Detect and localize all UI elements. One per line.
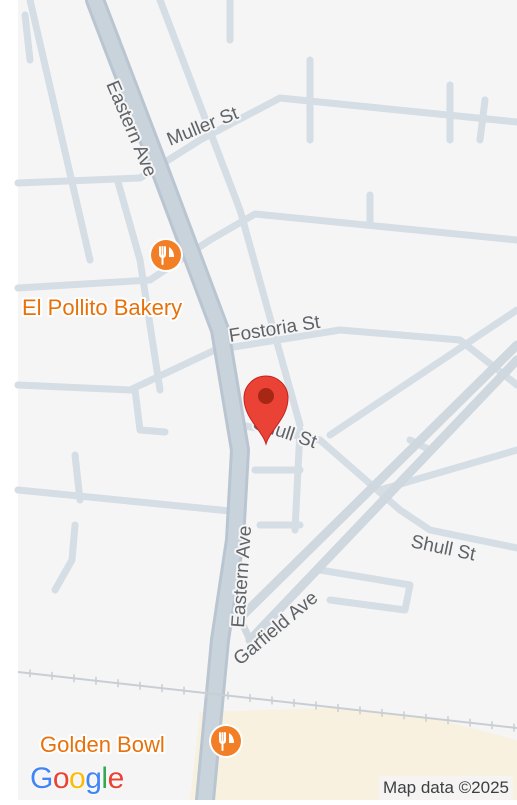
poi-label-golden-bowl[interactable]: Golden Bowl bbox=[38, 730, 167, 759]
map-pin-icon[interactable] bbox=[243, 375, 289, 446]
garfield-road bbox=[232, 340, 517, 645]
logo-letter: o bbox=[52, 762, 70, 795]
logo-letter: G bbox=[30, 762, 53, 795]
map-attribution[interactable]: Map data ©2025 bbox=[379, 776, 513, 800]
major-roads bbox=[85, 0, 250, 805]
google-logo: Google bbox=[30, 762, 124, 796]
poi-label-el-pollito-bakery[interactable]: El Pollito Bakery bbox=[20, 293, 184, 322]
logo-letter: g bbox=[85, 762, 102, 795]
poi-golden-bowl[interactable]: Golden Bowl bbox=[38, 724, 243, 759]
logo-letter: e bbox=[107, 762, 125, 795]
map-edge bbox=[0, 0, 18, 800]
logo-letter: l bbox=[101, 762, 108, 795]
minor-roads bbox=[14, 0, 517, 614]
logo-letter: o bbox=[69, 762, 86, 795]
restaurant-icon[interactable] bbox=[149, 238, 183, 272]
poi-el-pollito-bakery[interactable]: El Pollito Bakery bbox=[20, 238, 184, 322]
railway bbox=[17, 669, 517, 732]
restaurant-icon[interactable] bbox=[209, 724, 243, 758]
